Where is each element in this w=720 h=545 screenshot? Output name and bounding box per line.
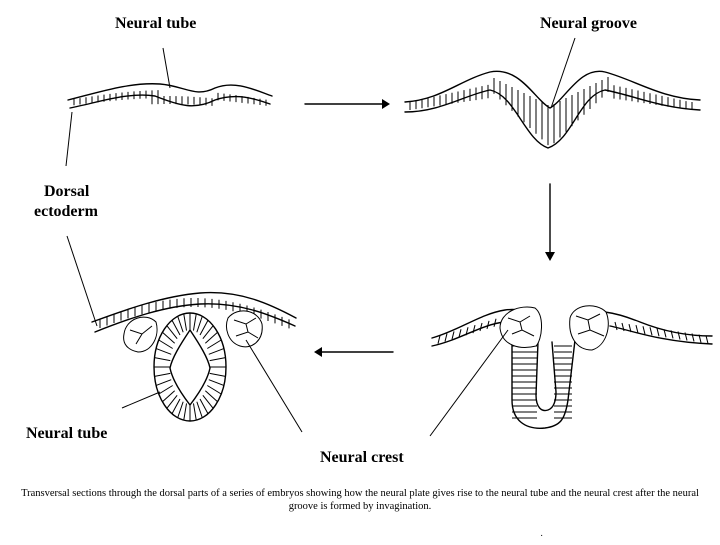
cell-wall-line: [691, 333, 695, 342]
cell-wall-line: [677, 331, 681, 340]
cell-wall-line: [649, 327, 653, 336]
label-neural-crest: Neural crest: [320, 449, 404, 466]
leader-neural-crest-right: [429, 329, 509, 437]
cell-wall-line: [158, 339, 173, 349]
cell-wall-line: [493, 318, 497, 327]
cell-wall-line: [207, 385, 222, 395]
stage-4-crest-cells-left: [123, 316, 158, 353]
label-dorsal: Dorsal: [44, 183, 90, 200]
cell-wall-line: [684, 332, 688, 341]
leader-dorsal-ectoderm-top: [65, 111, 73, 167]
stage-2-neural-groove: [404, 70, 701, 149]
stage-4-tube-hatching: [154, 313, 226, 421]
stage-1-cell-hatching: [73, 90, 267, 106]
cell-wall-line: [698, 334, 702, 343]
cell-wall-line: [207, 339, 222, 349]
cell-wall-line: [183, 313, 188, 331]
stage-4-crest-cells-right: [226, 310, 263, 348]
cell-wall-line: [177, 316, 184, 333]
cell-wall-line: [154, 372, 171, 377]
leader-neural-tube-top: [162, 47, 171, 89]
cell-wall-line: [177, 401, 184, 418]
cell-wall-line: [199, 319, 209, 336]
cell-wall-line: [465, 327, 469, 336]
cell-wall-line: [171, 319, 181, 336]
leader-neural-crest-left: [245, 339, 303, 433]
cell-wall-line: [155, 348, 172, 355]
cell-wall-line: [451, 331, 455, 340]
label-neural-tube-bottom: Neural tube: [26, 425, 108, 442]
arrow-right: [304, 99, 390, 109]
cell-wall-line: [183, 403, 188, 421]
cell-wall-line: [155, 379, 172, 386]
cell-wall-line: [199, 398, 209, 415]
leader-neural-groove: [550, 37, 576, 109]
label-neural-tube-top: Neural tube: [115, 15, 197, 32]
label-ectoderm: ectoderm: [34, 203, 98, 220]
cell-wall-line: [208, 348, 225, 355]
arrow-left: [314, 347, 394, 357]
stage-3-crest-cells-right: [569, 305, 609, 351]
stage-1-neural-plate: [67, 83, 273, 109]
cell-wall-line: [166, 325, 178, 339]
cell-wall-line: [209, 357, 226, 362]
cell-wall-line: [479, 322, 483, 332]
cell-wall-line: [166, 395, 178, 409]
cell-wall-line: [663, 329, 667, 338]
cell-wall-line: [486, 320, 490, 330]
cell-wall-line: [192, 403, 197, 421]
cell-wall-line: [196, 401, 203, 418]
leader-neural-tube-bottom: [121, 391, 161, 409]
cell-wall-line: [444, 333, 448, 342]
cell-wall-line: [472, 324, 476, 334]
stage-3-crest-cells-left: [499, 306, 542, 348]
cell-wall-line: [437, 335, 441, 344]
cell-wall-line: [202, 395, 214, 409]
cell-wall-line: [458, 329, 462, 338]
figure-caption: Transversal sections through the dorsal …: [21, 488, 699, 512]
cell-wall-line: [614, 321, 618, 331]
cell-wall-line: [209, 372, 226, 377]
label-neural-groove: Neural groove: [540, 15, 638, 32]
cell-wall-line: [705, 335, 709, 344]
cell-wall-line: [656, 328, 660, 337]
cell-wall-line: [158, 385, 173, 395]
cell-wall-line: [171, 398, 181, 415]
footnote-mark: ·: [540, 530, 543, 540]
cell-wall-line: [621, 322, 625, 332]
cell-wall-line: [204, 390, 218, 403]
cell-wall-line: [204, 331, 218, 344]
cell-wall-line: [642, 326, 646, 335]
cell-wall-line: [670, 330, 674, 339]
stage-3-neural-folds: [431, 305, 713, 429]
cell-wall-line: [162, 331, 176, 344]
leader-dorsal-ectoderm-bottom: [66, 235, 98, 327]
leader-lines: [65, 37, 576, 437]
stage-4-neural-tube: [91, 291, 297, 422]
cell-wall-line: [635, 325, 639, 334]
cell-wall-line: [208, 379, 225, 386]
cell-wall-line: [154, 357, 171, 362]
cell-wall-line: [192, 313, 197, 331]
arrow-down: [545, 183, 555, 261]
cell-wall-line: [162, 390, 176, 403]
stage-3-cell-hatching: [437, 318, 709, 419]
cell-wall-line: [196, 316, 203, 333]
cell-wall-line: [628, 323, 632, 333]
cell-wall-line: [202, 325, 214, 339]
stage-2-cell-hatching: [409, 77, 693, 146]
